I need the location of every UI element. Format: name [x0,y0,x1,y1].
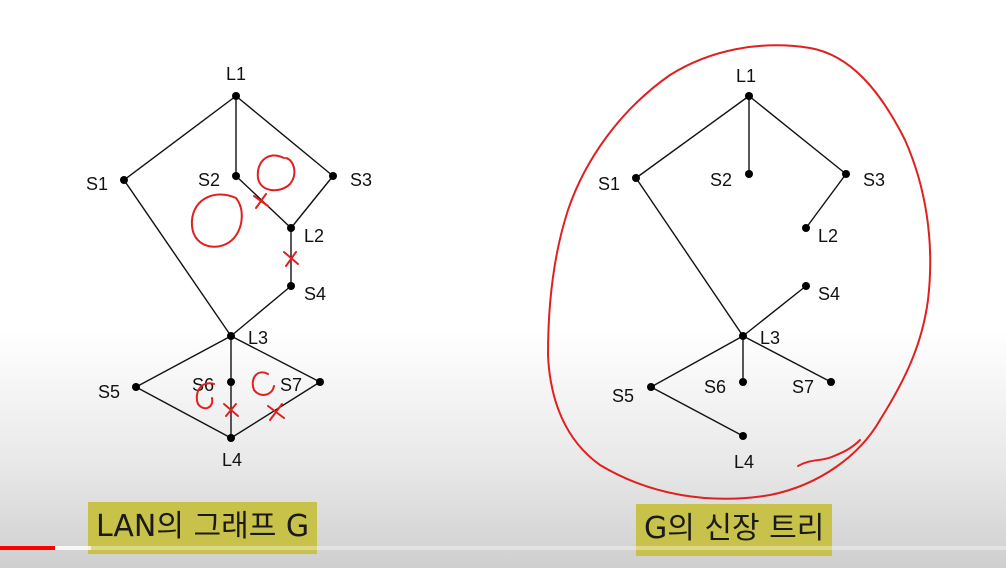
lan-node-label-s3: S3 [350,170,372,190]
handwritten-annotations [190,44,932,500]
lan-node-l2 [287,224,295,232]
tree-edge-l3-s7 [742,335,832,383]
tree-edge-s5-l4 [650,386,744,437]
tree-node-label-l2: L2 [818,226,838,246]
tree-node-label-s7: S7 [792,377,814,397]
tree-edge-s1-l3 [635,177,744,337]
lan-node-label-s2: S2 [198,170,220,190]
tree-node-label-s3: S3 [863,170,885,190]
annotation-cycle-mark-3 [195,382,215,410]
tree-edge-l3-s5 [650,335,744,388]
tree-node-label-l4: L4 [734,452,754,472]
annotation-scribble [797,439,861,467]
lan-node-s7 [316,378,324,386]
lan-node-l4 [227,434,235,442]
tree-edge-l1-s3 [748,95,847,175]
tree-node-label-s4: S4 [818,284,840,304]
lan-node-s3 [329,172,337,180]
lan-node-s2 [232,172,240,180]
lan-node-label-l1: L1 [226,64,246,84]
tree-node-label-s6: S6 [704,377,726,397]
tree-edge-s4-l3 [742,285,807,337]
video-played-bar [0,546,56,550]
caption-spanning-tree: G의 신장 트리 [636,504,833,556]
annotation-cross-mark-2 [283,251,299,267]
lan-node-label-l3: L3 [248,328,268,348]
annotation-cross-mark-1 [253,193,269,209]
lan-node-s5 [132,383,140,391]
tree-node-s6 [739,378,747,386]
tree-node-s5 [647,383,655,391]
tree-node-label-l3: L3 [760,328,780,348]
lan-edge-s1-l3 [123,179,232,337]
lan-edge-s7-l4 [230,381,321,439]
annotation-cycle-mark-1 [190,193,243,248]
tree-node-l2 [802,224,810,232]
tree-node-s2 [745,170,753,178]
lan-edge-l3-s7 [230,335,321,383]
tree-node-label-s5: S5 [612,386,634,406]
tree-node-label-s2: S2 [710,170,732,190]
lan-node-s4 [287,282,295,290]
tree-node-label-l1: L1 [736,66,756,86]
lan-node-label-l4: L4 [222,450,242,470]
lan-node-label-s5: S5 [98,382,120,402]
tree-node-label-s1: S1 [598,174,620,194]
annotation-cross-mark-3 [223,403,239,417]
tree-node-s7 [827,378,835,386]
lan-node-label-s7: S7 [280,375,302,395]
video-progress-bar[interactable] [0,546,1006,550]
lan-edge-l1-s1 [123,95,237,181]
lan-node-label-s4: S4 [304,284,326,304]
annotation-enclosing-loop [547,44,932,500]
tree-node-s4 [802,282,810,290]
lan-node-l1 [232,92,240,100]
tree-edge-s3-l2 [805,173,847,229]
tree-node-s3 [842,170,850,178]
lan-node-label-s1: S1 [86,174,108,194]
lan-node-s1 [120,176,128,184]
lan-node-s6 [227,378,235,386]
tree-node-l3 [739,332,747,340]
lan-edge-l3-s5 [135,335,232,388]
tree-edge-l1-s1 [635,95,750,179]
annotation-cross-mark-4 [267,403,285,421]
lan-edge-s3-l2 [290,175,334,229]
annotation-cycle-mark-4 [251,371,275,396]
lan-node-label-l2: L2 [304,226,324,246]
tree-node-l4 [739,432,747,440]
lan-node-l3 [227,332,235,340]
annotation-cycle-mark-2 [256,154,296,192]
tree-node-s1 [632,174,640,182]
lan-edge-s4-l3 [230,285,292,337]
tree-node-l1 [745,92,753,100]
lan-edge-s5-l4 [135,386,232,439]
caption-lan-graph: LAN의 그래프 G [88,502,318,554]
lan-edge-l1-s3 [235,95,334,177]
